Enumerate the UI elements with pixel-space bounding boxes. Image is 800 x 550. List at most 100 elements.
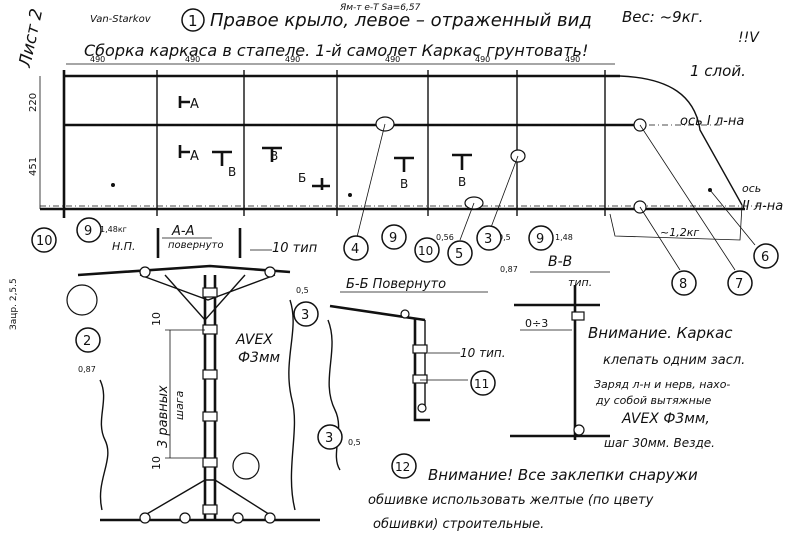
svg-text:Ф3мм: Ф3мм: [238, 350, 281, 366]
svg-text:В: В: [228, 165, 236, 179]
svg-text:9: 9: [536, 232, 544, 247]
plan-callouts: 10 9 4 9 10 5 3 9 8 7 6: [31, 217, 779, 296]
svg-text:шаг 30мм. Везде.: шаг 30мм. Везде.: [604, 436, 715, 450]
svg-text:490: 490: [285, 55, 300, 64]
callout-6: 6: [753, 243, 779, 269]
top-note: Ям-т е-Т Sa=6,57: [339, 3, 421, 13]
axis-1-label: ось I л-на: [680, 114, 744, 129]
svg-text:Н.П.: Н.П.: [112, 240, 136, 253]
svg-text:0,87: 0,87: [500, 265, 518, 274]
svg-text:7: 7: [735, 277, 743, 292]
svg-text:1,48: 1,48: [555, 233, 573, 242]
title-text: Правое крыло, левое – отраженный вид: [210, 10, 592, 31]
wing-plan: 490 490 490 490 490 490 220 451 ось I л-…: [28, 55, 783, 274]
callout-3-a: 3: [476, 225, 502, 251]
callout-3-c: 3: [317, 424, 343, 450]
svg-text:В-В: В-В: [548, 254, 572, 270]
callout-3-b: 3: [293, 301, 319, 327]
svg-text:Б-Б Повернуто: Б-Б Повернуто: [346, 277, 446, 292]
notes: Внимание. Каркас клепать одним засл. Зар…: [9, 278, 745, 532]
callout-12: 12: [391, 453, 417, 479]
callout-9-b: 9: [381, 224, 407, 250]
svg-text:А: А: [190, 149, 199, 164]
svg-text:3: 3: [301, 308, 309, 323]
height-main: 451: [28, 157, 39, 176]
layer-note: 1 слой.: [690, 62, 746, 80]
svg-text:ду собой вытяжные: ду собой вытяжные: [595, 394, 712, 407]
section-a-a: А-А повернуто: [66, 224, 320, 524]
svg-text:AVEX Ф3мм,: AVEX Ф3мм,: [621, 411, 710, 427]
spacing-labels: 490 490 490 490 490 490: [90, 55, 580, 64]
svg-text:0,5: 0,5: [498, 233, 511, 242]
svg-text:0,5: 0,5: [348, 438, 361, 447]
svg-text:10: 10: [150, 456, 163, 470]
svg-text:обшивки) строительные.: обшивки) строительные.: [373, 517, 544, 532]
svg-text:9: 9: [84, 224, 92, 239]
svg-text:6: 6: [761, 250, 769, 265]
callout-4: 4: [343, 235, 369, 261]
section-b-b: Б-Б Повернуто 10 тип. 0,5: [327, 277, 506, 471]
sheet-label: Лист 2: [15, 7, 47, 70]
svg-text:0,5: 0,5: [296, 286, 309, 295]
svg-text:шага: шага: [173, 390, 186, 420]
svg-text:1: 1: [188, 12, 198, 30]
svg-text:AVEX: AVEX: [235, 332, 273, 348]
svg-text:тип.: тип.: [568, 276, 592, 289]
svg-text:А-А: А-А: [171, 224, 194, 239]
callout-2: 2: [75, 327, 101, 353]
svg-text:4: 4: [351, 242, 359, 257]
svg-text:10: 10: [418, 244, 433, 258]
svg-text:клепать одним засл.: клепать одним засл.: [603, 353, 745, 368]
svg-text:490: 490: [565, 55, 580, 64]
svg-text:обшивке использовать желтые (п: обшивке использовать желтые (по цвету: [368, 493, 654, 508]
axis-2-pre: ось: [742, 182, 761, 195]
callout-5: 5: [447, 240, 473, 266]
callout-9-c: 9: [528, 225, 554, 251]
svg-text:0,87: 0,87: [78, 365, 96, 374]
svg-text:12: 12: [395, 460, 410, 474]
subtitle-text: Сборка каркаса в стапеле. 1-й самолет Ка…: [84, 41, 588, 60]
svg-text:490: 490: [185, 55, 200, 64]
callout-8: 8: [671, 270, 697, 296]
svg-text:1,48кг: 1,48кг: [100, 225, 127, 234]
svg-text:повернуто: повернуто: [168, 240, 223, 251]
tip-weight-note: ~1,2кг: [660, 226, 699, 239]
svg-text:2: 2: [83, 334, 91, 349]
callout-10-mid: 10: [414, 237, 440, 263]
svg-text:Б: Б: [298, 171, 306, 185]
svg-text:В: В: [458, 175, 466, 189]
svg-text:10 тип: 10 тип: [272, 241, 318, 256]
callout-10-left: 10: [31, 227, 57, 253]
author-note: Van-Starkov: [90, 14, 152, 25]
height-top: 220: [28, 93, 39, 112]
svg-text:10: 10: [36, 234, 53, 249]
svg-text:490: 490: [90, 55, 105, 64]
svg-text:490: 490: [475, 55, 490, 64]
svg-text:Зацр. 2,5.5: Зацр. 2,5.5: [9, 278, 19, 330]
svg-text:0,56: 0,56: [436, 233, 454, 242]
callout-1: 1: [181, 8, 205, 32]
svg-text:В: В: [400, 177, 408, 191]
svg-text:8: 8: [679, 277, 687, 292]
callout-9-a: 9: [76, 217, 102, 243]
svg-text:10: 10: [150, 312, 163, 326]
callout-11: 11: [470, 370, 496, 396]
svg-text:0÷3: 0÷3: [525, 317, 548, 330]
svg-text:Заряд л-н и нерв, нахо-: Заряд л-н и нерв, нахо-: [594, 378, 730, 391]
header: Лист 2 Van-Starkov 1 Правое крыло, левое…: [15, 3, 760, 80]
svg-text:9: 9: [389, 231, 397, 246]
svg-text:Внимание. Каркас: Внимание. Каркас: [588, 324, 733, 342]
axis-2-label: II л-на: [742, 199, 783, 214]
svg-text:3 равных: 3 равных: [156, 385, 171, 448]
marks-text: !!V: [738, 30, 760, 46]
svg-text:5: 5: [455, 247, 463, 262]
svg-text:490: 490: [385, 55, 400, 64]
svg-text:3: 3: [325, 431, 333, 446]
svg-text:А: А: [190, 97, 199, 112]
weight-label: Вес: ~9кг.: [622, 8, 703, 26]
svg-text:Внимание! Все заклепки снаружи: Внимание! Все заклепки снаружи: [428, 466, 698, 484]
svg-text:3: 3: [484, 232, 492, 247]
svg-text:11: 11: [474, 377, 489, 391]
section-v-v: В-В тип. 0÷3: [510, 254, 610, 440]
